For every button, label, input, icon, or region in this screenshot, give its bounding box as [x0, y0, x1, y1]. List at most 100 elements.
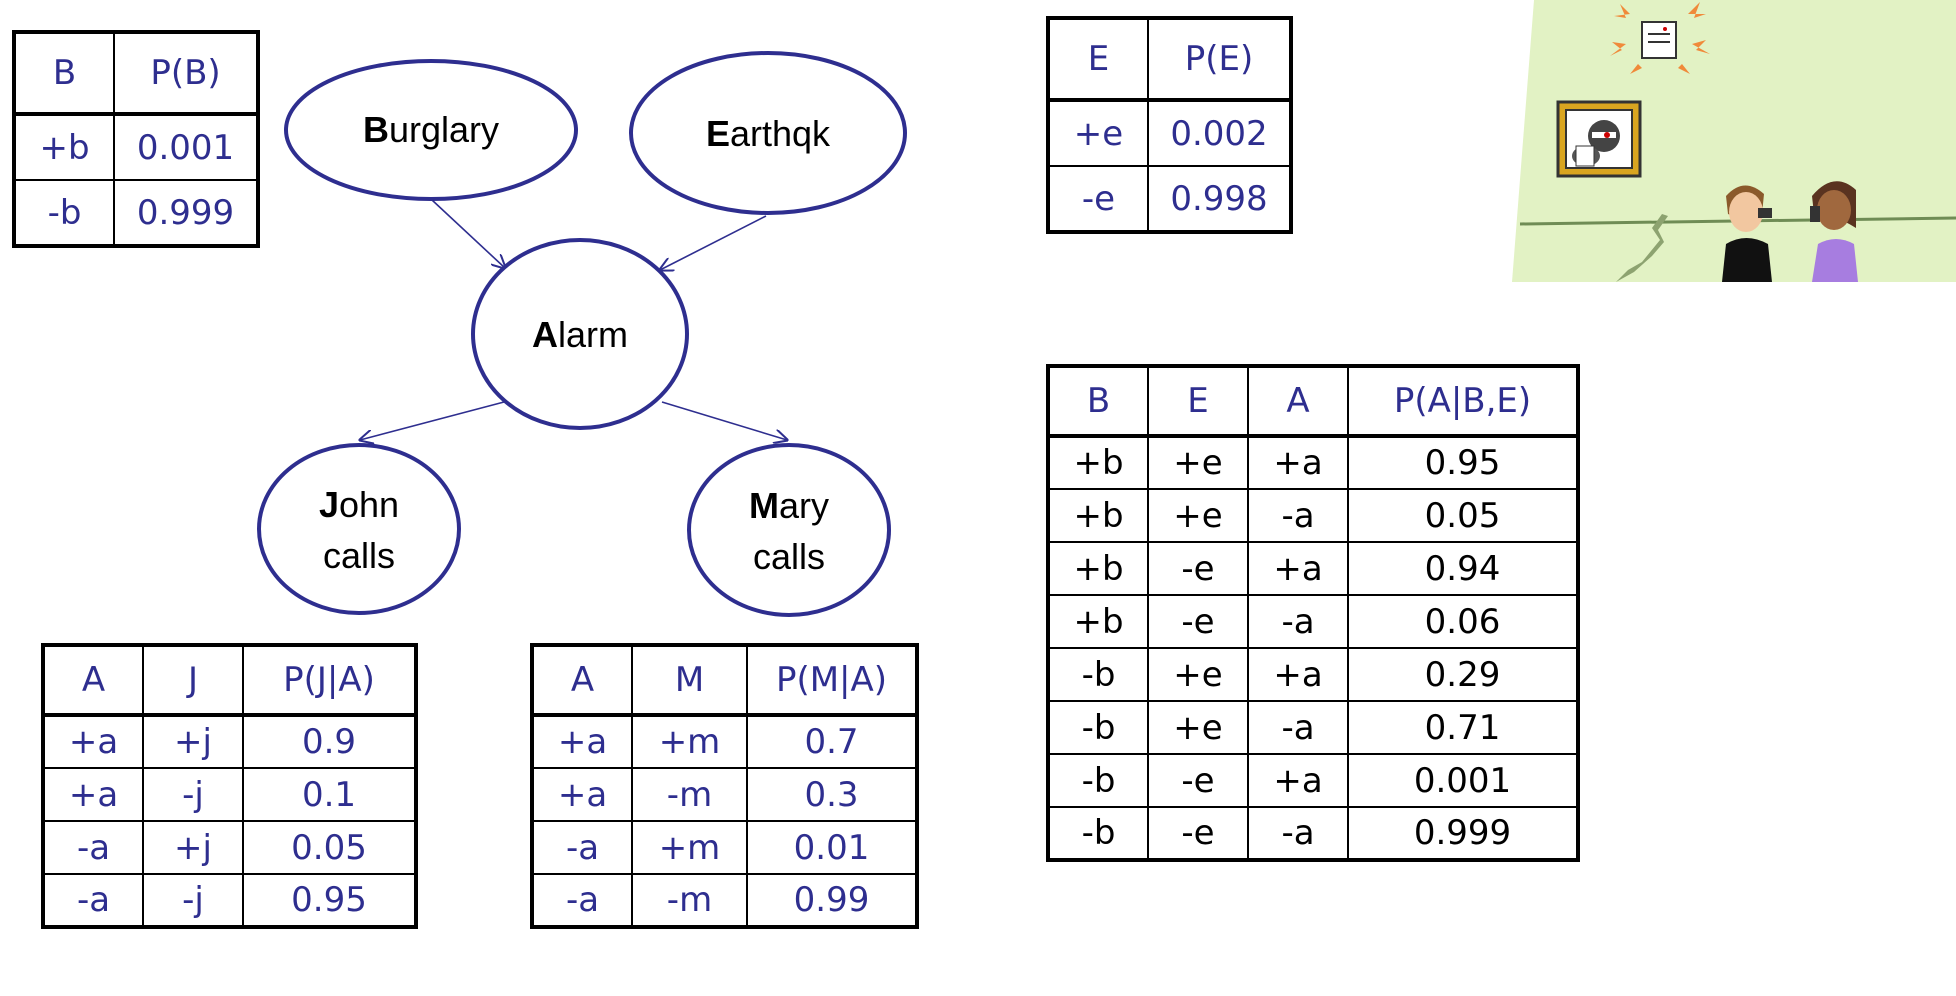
table-cell: +m: [631, 714, 748, 769]
table-cell: +m: [631, 820, 748, 875]
column-header: E: [1147, 365, 1249, 438]
table-cell: 0.3: [746, 767, 918, 822]
table-cell: -a: [1247, 488, 1349, 543]
column-header: E: [1047, 17, 1149, 102]
table-cell: 0.7: [746, 714, 918, 769]
column-header: P(M|A): [746, 644, 918, 717]
table-cell: -j: [142, 873, 244, 928]
table-cell: +a: [1247, 753, 1349, 808]
table-cell: 0.06: [1347, 594, 1579, 649]
table-cell: 0.71: [1347, 700, 1579, 755]
column-header: P(B): [113, 31, 259, 116]
table-cell: +a: [42, 767, 144, 822]
table-cell: 0.9: [242, 714, 417, 769]
node-mary-calls: Mary calls: [687, 443, 891, 617]
table-cell: 0.05: [1347, 488, 1579, 543]
table-cell: -e: [1147, 753, 1249, 808]
table-cell: -a: [42, 820, 144, 875]
edge-alarm-mary: [661, 401, 787, 440]
table-cell: -a: [531, 820, 633, 875]
mary-phone-icon: [1810, 181, 1858, 282]
svg-text:calls: calls: [323, 535, 395, 576]
earthquake-crack-icon: [1616, 214, 1668, 282]
table-cell: 0.95: [1347, 435, 1579, 490]
table-cell: -b: [1047, 700, 1149, 755]
table-cell: +a: [1247, 647, 1349, 702]
table-cell: +a: [1247, 541, 1349, 596]
table-cell: -a: [1247, 594, 1349, 649]
alarm-bell-icon: [1610, 2, 1710, 74]
table-cell: +b: [13, 113, 115, 181]
svg-text:Alarm: Alarm: [532, 314, 628, 355]
column-header: M: [631, 644, 748, 717]
table-cell: 0.1: [242, 767, 417, 822]
table-cell: 0.05: [242, 820, 417, 875]
burglary-scene-illustration: [1512, 0, 1956, 282]
john-phone-icon: [1722, 185, 1772, 282]
column-header: P(J|A): [242, 644, 417, 717]
table-cell: +a: [531, 714, 633, 769]
table-cell: -m: [631, 767, 748, 822]
column-header: A: [42, 644, 144, 717]
table-cell: +b: [1047, 435, 1149, 490]
svg-text:Mary: Mary: [749, 485, 829, 526]
node-john-calls: John calls: [257, 443, 461, 615]
table-cell: -b: [1047, 753, 1149, 808]
edge-alarm-john: [360, 401, 505, 440]
table-cell: 0.998: [1147, 165, 1292, 233]
table-cell: +b: [1047, 488, 1149, 543]
table-cell: -e: [1047, 165, 1149, 233]
svg-text:Earthqk: Earthqk: [706, 113, 831, 154]
node-alarm: Alarm: [471, 238, 689, 430]
table-cell: +b: [1047, 594, 1149, 649]
table-cell: +a: [42, 714, 144, 769]
table-cell: 0.001: [113, 113, 259, 181]
column-header: J: [142, 644, 244, 717]
column-header: P(E): [1147, 17, 1292, 102]
table-cell: +a: [1247, 435, 1349, 490]
table-cell: -e: [1147, 806, 1249, 861]
table-cell: 0.999: [1347, 806, 1579, 861]
svg-text:Burglary: Burglary: [363, 109, 499, 150]
table-cell: +j: [142, 820, 244, 875]
table-cell: -b: [1047, 806, 1149, 861]
table-cell: -a: [42, 873, 144, 928]
column-header: B: [1047, 365, 1149, 438]
table-cell: +e: [1147, 700, 1249, 755]
svg-text:John: John: [319, 484, 399, 525]
node-earthquake: Earthqk: [629, 51, 907, 215]
table-cell: +a: [531, 767, 633, 822]
edge-burglary-alarm: [431, 199, 505, 268]
column-header: B: [13, 31, 115, 116]
edge-earthquake-alarm: [660, 215, 767, 270]
table-cell: 0.94: [1347, 541, 1579, 596]
column-header: A: [1247, 365, 1349, 438]
table-cell: 0.95: [242, 873, 417, 928]
